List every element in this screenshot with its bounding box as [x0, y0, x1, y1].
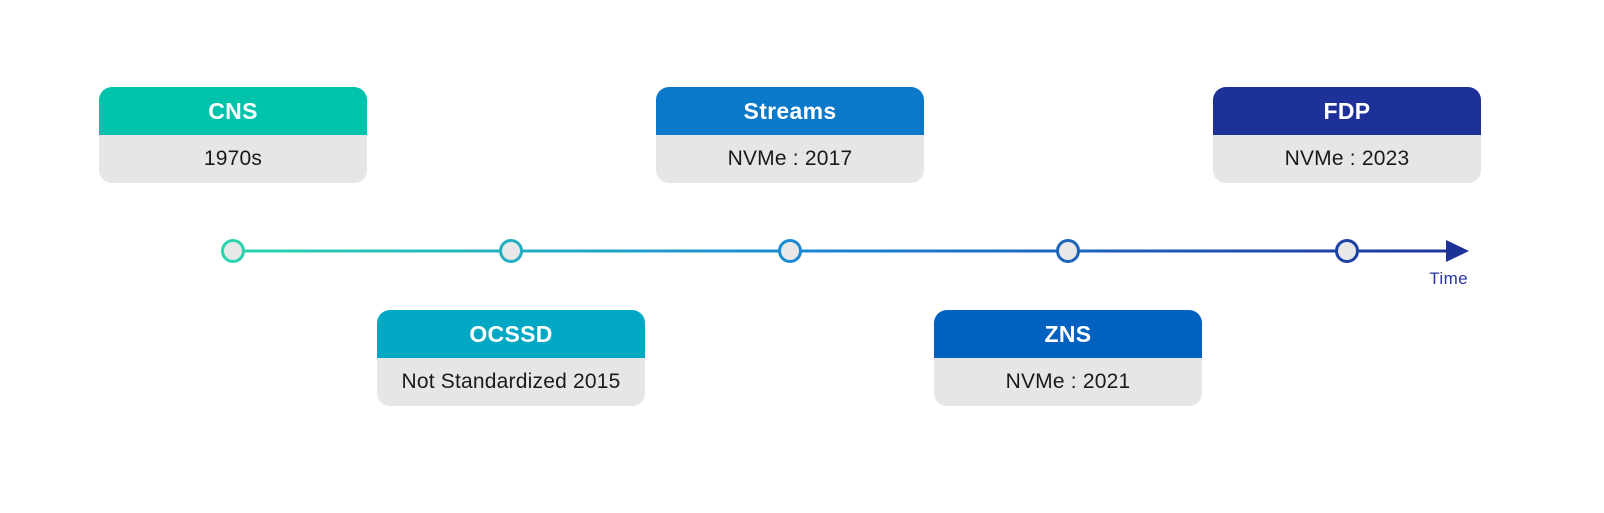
- milestone-card-zns: ZNS NVMe : 2021: [934, 310, 1202, 406]
- milestone-card-header: CNS: [99, 87, 367, 135]
- milestone-card-detail: 1970s: [99, 135, 367, 183]
- time-axis-label: Time: [1429, 269, 1468, 288]
- timeline-node-ocssd: [499, 239, 523, 263]
- milestone-card-detail: NVMe : 2023: [1213, 135, 1481, 183]
- milestone-card-fdp: FDP NVMe : 2023: [1213, 87, 1481, 183]
- timeline-node-fdp: [1335, 239, 1359, 263]
- timeline-node-cns: [221, 239, 245, 263]
- milestone-card-header: FDP: [1213, 87, 1481, 135]
- milestone-card-detail: NVMe : 2017: [656, 135, 924, 183]
- timeline-arrowhead-icon: [1446, 240, 1469, 262]
- milestone-card-header: OCSSD: [377, 310, 645, 358]
- milestone-card-ocssd: OCSSD Not Standardized 2015: [377, 310, 645, 406]
- milestone-card-detail: NVMe : 2021: [934, 358, 1202, 406]
- milestone-card-header: Streams: [656, 87, 924, 135]
- milestone-card-detail: Not Standardized 2015: [377, 358, 645, 406]
- timeline-node-zns: [1056, 239, 1080, 263]
- timeline-node-streams: [778, 239, 802, 263]
- milestone-card-cns: CNS 1970s: [99, 87, 367, 183]
- milestone-card-header: ZNS: [934, 310, 1202, 358]
- milestone-card-streams: Streams NVMe : 2017: [656, 87, 924, 183]
